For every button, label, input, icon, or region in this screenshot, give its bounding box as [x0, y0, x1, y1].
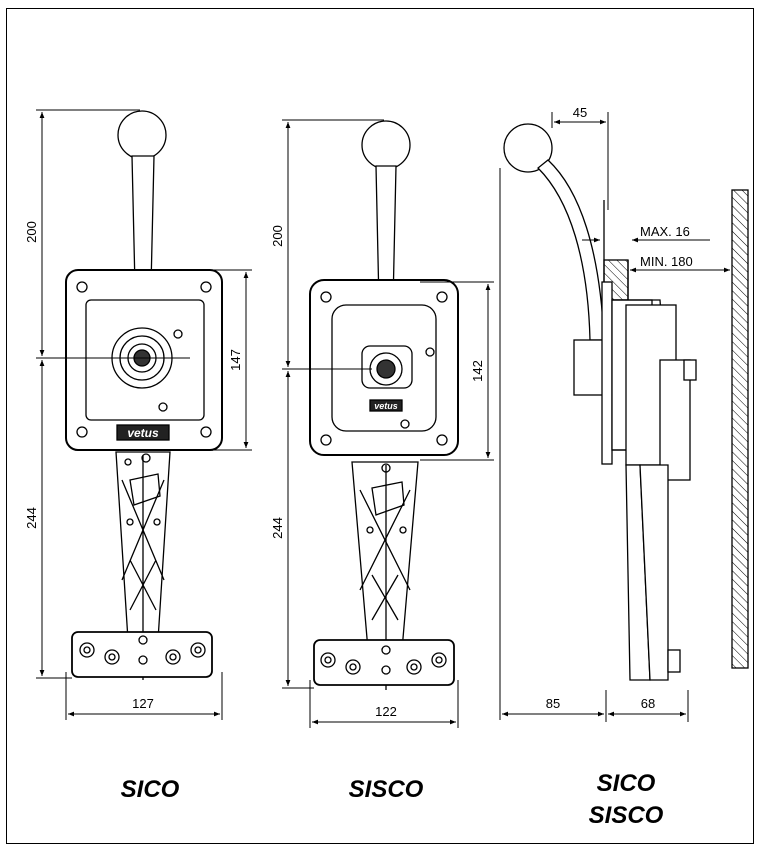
sisco-brand-text: vetus	[374, 401, 398, 411]
sisco-label: SISCO	[348, 776, 424, 803]
side-label-sisco: SISCO	[588, 802, 664, 829]
sico-brand-badge	[116, 424, 170, 441]
sisco-dim-width: 122	[375, 704, 397, 719]
sisco-knob	[361, 120, 411, 170]
side-dim-offset: 45	[573, 105, 587, 120]
sico-knob	[117, 110, 167, 160]
sico-dim-width: 127	[132, 696, 154, 711]
side-dimensions	[499, 112, 730, 722]
sico-foot	[71, 631, 213, 678]
sico-brand-text: vetus	[127, 426, 159, 440]
sisco-dimensions	[282, 119, 494, 728]
side-dim-back: 68	[641, 696, 655, 711]
sisco-bracket	[351, 461, 419, 651]
sico-dim-height-bottom: 244	[24, 507, 39, 529]
side-dim-max: MAX. 16	[640, 224, 690, 239]
drawing-frame	[6, 8, 754, 844]
sico-label: SICO	[120, 776, 180, 803]
sico-dim-height-top: 200	[24, 221, 39, 243]
sico-dimensions	[36, 109, 252, 720]
hatched-wall	[731, 189, 749, 669]
sisco-dim-height-top: 200	[270, 225, 285, 247]
side-view	[503, 123, 749, 681]
side-knob	[503, 123, 553, 173]
side-label-sico: SICO	[596, 770, 656, 797]
sisco-front-view	[309, 120, 459, 690]
side-dim-min: MIN. 180	[640, 254, 693, 269]
side-lever	[537, 159, 605, 341]
sico-dim-plate-height: 147	[228, 349, 243, 371]
sisco-brand-badge	[369, 399, 403, 412]
side-dim-front: 85	[546, 696, 560, 711]
sico-front-view	[65, 110, 223, 680]
sisco-foot	[313, 639, 455, 686]
sisco-dim-height-bottom: 244	[270, 517, 285, 539]
sisco-dim-plate-height: 142	[470, 360, 485, 382]
